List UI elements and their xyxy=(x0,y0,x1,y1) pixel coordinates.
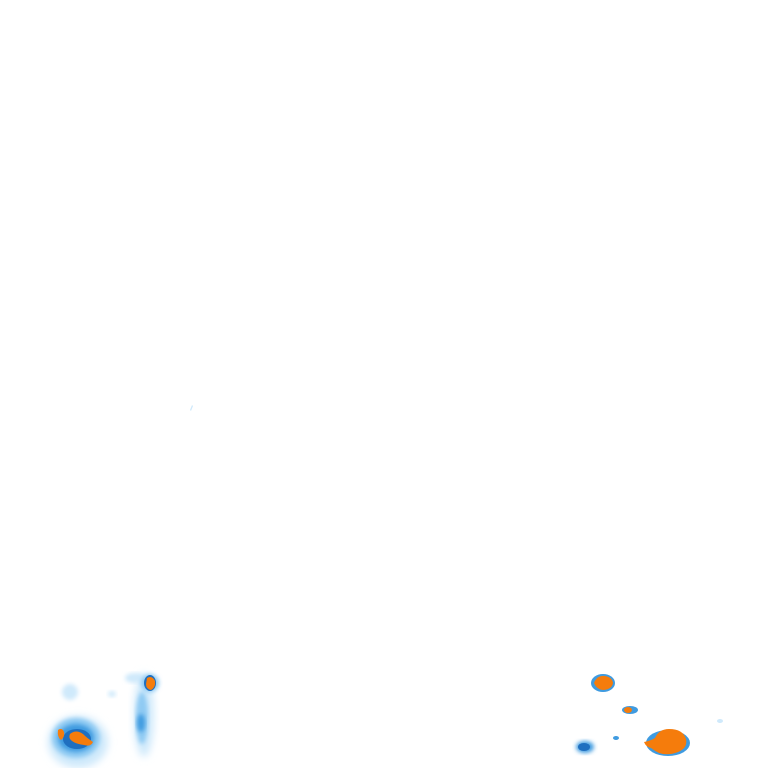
precip-speck-east xyxy=(717,719,723,723)
precip-core-southwest-a xyxy=(69,731,93,746)
precip-core-southeast-north xyxy=(594,675,613,690)
precip-cell-southeast-small xyxy=(576,736,619,753)
precip-cell-southeast-mid xyxy=(622,706,638,714)
precip-core-west-streak xyxy=(146,677,156,690)
precip-cell-west-streak xyxy=(125,673,159,757)
precip-core-southwest-b xyxy=(57,728,65,740)
precip-cell-southeast-north xyxy=(591,674,615,692)
precip-cell-southeast-main xyxy=(644,729,690,756)
precip-cell-southwest xyxy=(48,684,116,768)
precip-speck xyxy=(190,405,193,411)
precip-core-southeast-main xyxy=(644,729,687,755)
